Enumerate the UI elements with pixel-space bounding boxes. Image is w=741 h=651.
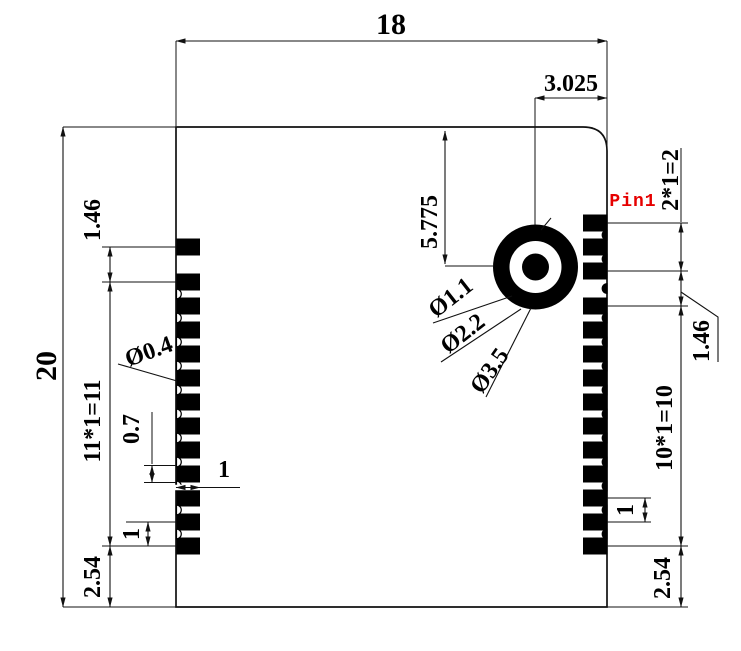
left-pad-row	[176, 238, 200, 555]
left-pad-7	[176, 393, 200, 411]
dim-right-gap-label: 1.46	[689, 320, 715, 362]
dim-pad-length-label: 1	[218, 457, 230, 483]
castellation-notch	[175, 504, 182, 516]
dim-right-pitch-total-label: 10*1=10	[652, 385, 678, 471]
right-pad-8	[583, 393, 608, 411]
right-pad-7	[583, 369, 608, 387]
dim-right-top-pitch-label: 2*1=2	[658, 149, 684, 211]
castellation-notch	[601, 229, 608, 241]
castellation-notch	[175, 360, 182, 372]
right-pad-12	[583, 489, 608, 507]
right-pad-3	[583, 262, 608, 280]
dim-hole-offset-y-label: 5.775	[417, 195, 443, 249]
castellation-notch	[601, 480, 608, 492]
left-pad-8	[176, 417, 200, 435]
dim-left-pitch-total-label: 11*1=11	[80, 379, 106, 463]
castellation-notch	[601, 360, 608, 372]
castellation-notch	[601, 456, 608, 468]
left-pad-13	[176, 537, 200, 555]
dim-left-pitch-label: 1	[119, 528, 145, 540]
castellation-notch	[601, 408, 608, 420]
castellation-notch	[175, 408, 182, 420]
hole-inner-pad	[522, 253, 549, 281]
right-pad-6	[583, 345, 608, 363]
right-pad-11	[583, 465, 608, 483]
left-pad-5	[176, 345, 200, 363]
castellation-notch	[601, 384, 608, 396]
castellation-notch	[175, 432, 182, 444]
right-pad-2	[583, 238, 608, 256]
dim-left-first-gap-label: 1.46	[80, 199, 106, 241]
castellation-notch	[601, 283, 608, 294]
dim-left-bottom-margin-label: 2.54	[80, 556, 106, 598]
dim-hole-offset-x-label: 3.025	[544, 71, 598, 97]
castellation-notch	[175, 528, 182, 540]
leader-lines	[117, 291, 719, 398]
mounting-hole	[493, 224, 578, 310]
castellation-notch	[601, 528, 608, 540]
castellation-notch	[175, 312, 182, 324]
dim-right-bottom-margin-label: 2.54	[650, 557, 676, 599]
right-pad-1	[583, 214, 608, 232]
left-pad-12	[176, 513, 200, 531]
left-pad-6	[176, 369, 200, 387]
dim-right-pitch-label: 1	[613, 504, 639, 516]
castellation-notch	[601, 253, 608, 265]
dim-overall-width-label: 18	[376, 8, 406, 41]
module-outline	[175, 126, 608, 608]
castellation-notch	[601, 432, 608, 444]
left-pad-11	[176, 489, 200, 507]
left-pad-4	[176, 321, 200, 339]
left-pad-3	[176, 297, 200, 315]
left-pad-2	[176, 273, 200, 291]
right-pad-row	[583, 214, 608, 555]
right-pad-13	[583, 513, 608, 531]
castellation-notch	[175, 456, 182, 468]
right-pad-5	[583, 321, 608, 339]
left-castellation-notches	[175, 288, 182, 540]
castellation-notch	[175, 336, 182, 348]
right-pad-10	[583, 441, 608, 459]
dim-overall-height-label: 20	[30, 351, 63, 381]
left-pad-9	[176, 441, 200, 459]
dimension-lines	[60, 38, 684, 608]
castellation-notch	[601, 504, 608, 516]
pin1-label: Pin1	[609, 192, 657, 212]
castellation-notch	[175, 384, 182, 396]
left-pad-10	[176, 465, 200, 483]
castellation-notch	[175, 288, 182, 300]
castellation-notch	[601, 312, 608, 324]
right-castellation-notches	[601, 229, 608, 540]
castellation-notch	[601, 336, 608, 348]
left-pad-1	[176, 238, 200, 256]
right-pad-9	[583, 417, 608, 435]
dim-pad-height-label: 0.7	[119, 414, 145, 444]
right-pad-4	[583, 297, 608, 315]
right-pad-14	[583, 537, 608, 555]
